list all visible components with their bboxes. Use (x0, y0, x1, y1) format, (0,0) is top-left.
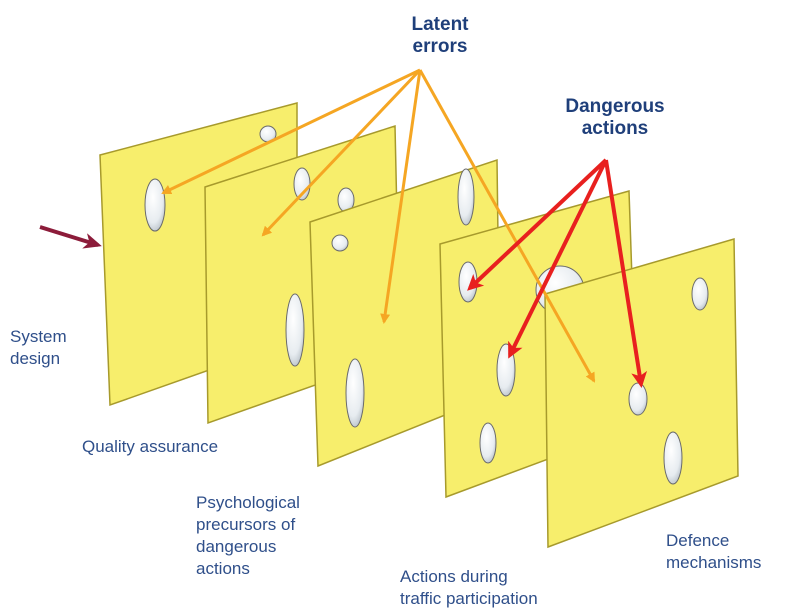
layer-label-quality-assurance: Quality assurance (82, 436, 218, 458)
cheese-hole (692, 278, 708, 310)
layer-label-line: System (10, 326, 67, 348)
layer-label-line: actions (196, 558, 300, 580)
layer-label-line: dangerous (196, 536, 300, 558)
cheese-hole (286, 294, 304, 366)
latent-errors-label: Latent errors (380, 14, 500, 58)
layer-label-line: design (10, 348, 67, 370)
cheese-hole (664, 432, 682, 484)
cheese-hole (145, 179, 165, 231)
cheese-hole (346, 359, 364, 427)
layer-label-line: Defence (666, 530, 761, 552)
layer-label-actions-traffic: Actions during traffic participation (400, 566, 538, 610)
layer-label-system-design: System design (10, 326, 67, 370)
latent-errors-line: Latent (380, 14, 500, 36)
cheese-hole (629, 383, 647, 415)
layer-label-line: mechanisms (666, 552, 761, 574)
layer-label-line: Quality assurance (82, 436, 218, 458)
slice-defence-mechanisms (545, 239, 738, 547)
latent-errors-line: errors (380, 36, 500, 58)
cheese-hole (458, 169, 474, 225)
layer-label-line: traffic participation (400, 588, 538, 610)
layer-label-line: precursors of (196, 514, 300, 536)
dangerous-actions-label: Dangerous actions (540, 96, 690, 140)
layer-label-psychological-precursors: Psychological precursors of dangerous ac… (196, 492, 300, 580)
layer-label-line: Psychological (196, 492, 300, 514)
layer-label-defence-mechanisms: Defence mechanisms (666, 530, 761, 574)
layer-label-line: Actions during (400, 566, 538, 588)
cheese-hole (332, 235, 348, 251)
dangerous-actions-line: Dangerous (540, 96, 690, 118)
input-arrow (40, 227, 98, 245)
dangerous-actions-line: actions (540, 118, 690, 140)
cheese-hole (480, 423, 496, 463)
